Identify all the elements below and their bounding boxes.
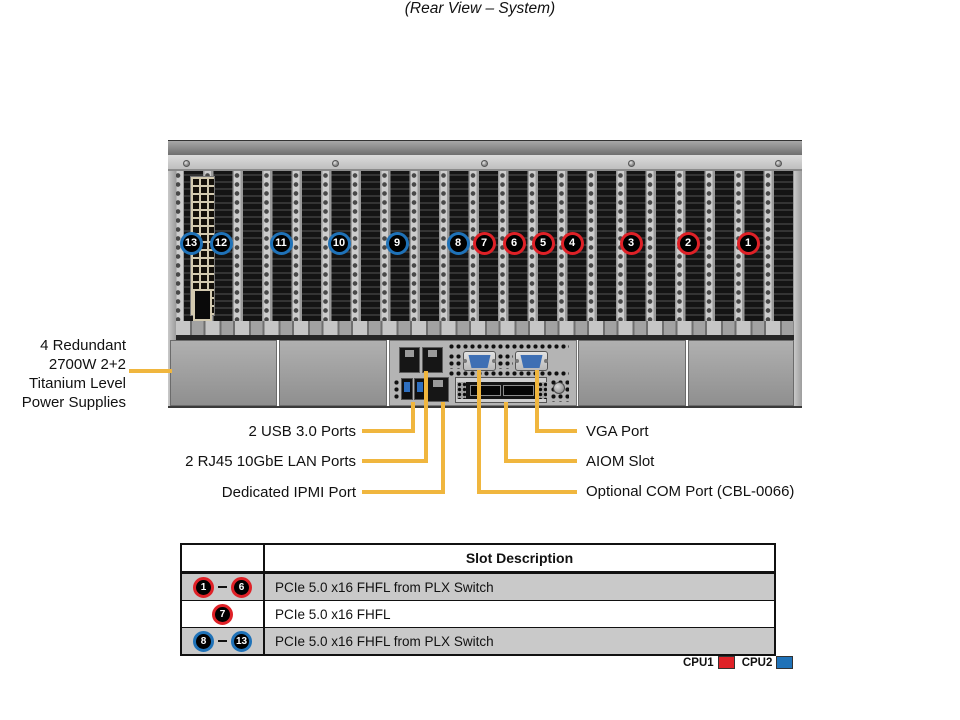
cpu-legend: CPU1 CPU2 xyxy=(683,655,800,670)
table-slot-badge-1: 1 xyxy=(193,576,214,598)
slot13-connector xyxy=(193,289,212,321)
callout-line-ipmi xyxy=(362,490,445,494)
psu-callout-line4: Power Supplies xyxy=(21,394,126,411)
screw-icon xyxy=(183,160,190,167)
table-header-slots xyxy=(182,545,265,571)
thumbscrew-icon xyxy=(553,382,565,394)
callout-line-ipmi xyxy=(441,402,445,494)
callout-line-aiom xyxy=(504,459,577,463)
slot-badge-9: 9 xyxy=(385,231,409,255)
slot-badge-7: 7 xyxy=(472,231,496,255)
slot-badge-3: 3 xyxy=(619,231,643,255)
slot-badge-11: 11 xyxy=(269,231,293,255)
callout-line-usb xyxy=(362,429,415,433)
table-header-description: Slot Description xyxy=(465,550,574,566)
psu-4 xyxy=(688,340,794,406)
table-slot-badge-13: 13 xyxy=(231,630,252,652)
rear-io-panel xyxy=(389,340,577,406)
label-aiom-slot: AIOM Slot xyxy=(586,453,655,470)
callout-line-vga xyxy=(535,429,577,433)
table-cell-description: PCIe 5.0 x16 FHFL from PLX Switch xyxy=(275,633,494,649)
table-cell-description: PCIe 5.0 x16 FHFL xyxy=(275,606,391,622)
lan-port-1 xyxy=(399,347,420,373)
vent-holes xyxy=(497,353,513,369)
chassis-left-wall xyxy=(168,171,176,408)
chassis-bottom-edge xyxy=(168,406,802,408)
chassis-right-wall xyxy=(794,171,802,408)
label-ipmi-port: Dedicated IPMI Port xyxy=(221,484,356,501)
vent-holes xyxy=(448,353,461,369)
callout-line-aiom xyxy=(504,402,508,463)
slot-badge-10: 10 xyxy=(327,231,351,255)
screw-icon xyxy=(332,160,339,167)
lan-port-2 xyxy=(422,347,443,373)
screw-icon xyxy=(481,160,488,167)
label-vga-port: VGA Port xyxy=(586,423,649,440)
table-slot-badge-6: 6 xyxy=(231,576,252,598)
legend-cpu1-swatch xyxy=(717,656,735,669)
slot-clip-row xyxy=(176,321,794,335)
com-port-connector xyxy=(463,351,496,371)
usb3-port-1 xyxy=(401,378,413,400)
slot-badge-13: 13 xyxy=(179,231,203,255)
chassis-lid xyxy=(168,140,802,155)
chassis-divider xyxy=(176,335,794,340)
callout-line-usb xyxy=(411,402,415,433)
vga-port-connector xyxy=(515,351,548,371)
table-cell-slots: 7 xyxy=(182,601,265,627)
legend-cpu1-label: CPU1 xyxy=(683,656,714,669)
table-cell-description: PCIe 5.0 x16 FHFL from PLX Switch xyxy=(275,579,494,595)
psu-2 xyxy=(279,340,387,406)
psu-3 xyxy=(578,340,686,406)
callout-line-com xyxy=(477,370,481,494)
slot-badge-6: 6 xyxy=(502,231,526,255)
table-row: 8 13 PCIe 5.0 x16 FHFL from PLX Switch xyxy=(182,627,774,654)
psu-callout-line3: Titanium Level xyxy=(29,375,126,392)
callout-line-lan xyxy=(424,371,428,463)
range-dash xyxy=(218,639,227,643)
label-com-port: Optional COM Port (CBL-0066) xyxy=(586,483,795,500)
slot-badge-8: 8 xyxy=(446,231,470,255)
psu-callout-label: 4 Redundant 2700W 2+2 Titanium Level Pow… xyxy=(6,336,126,412)
table-row: 7 PCIe 5.0 x16 FHFL xyxy=(182,600,774,627)
table-header-row: Slot Description xyxy=(182,545,774,573)
legend-cpu2-swatch xyxy=(776,656,794,669)
aiom-slot-opening xyxy=(455,377,547,403)
slot-badge-2: 2 xyxy=(676,231,700,255)
ipmi-port xyxy=(427,377,449,402)
label-lan-ports: 2 RJ45 10GbE LAN Ports xyxy=(185,453,356,470)
screw-icon xyxy=(775,160,782,167)
slot-badge-1: 1 xyxy=(736,231,760,255)
vent-holes xyxy=(448,343,569,351)
range-dash xyxy=(218,585,227,589)
callout-line-vga xyxy=(535,370,539,433)
psu-callout-line2: 2700W 2+2 xyxy=(48,356,126,373)
psu-callout-line1: 4 Redundant xyxy=(40,337,126,354)
page-title: (Rear View – System) xyxy=(404,0,556,17)
slot-badge-12: 12 xyxy=(209,231,233,255)
legend-cpu2-label: CPU2 xyxy=(741,656,773,669)
vent-holes xyxy=(448,370,569,377)
psu-1 xyxy=(170,340,277,406)
callout-line-psu xyxy=(129,369,172,373)
slot-badge-5: 5 xyxy=(531,231,555,255)
vent-holes xyxy=(393,379,399,400)
table-slot-badge-8: 8 xyxy=(193,630,214,652)
screw-icon xyxy=(628,160,635,167)
callout-line-com xyxy=(477,490,577,494)
slot-badge-4: 4 xyxy=(560,231,584,255)
table-cell-slots: 8 13 xyxy=(182,628,265,654)
table-slot-badge-7: 7 xyxy=(212,603,233,625)
callout-line-lan xyxy=(362,459,428,463)
label-usb-ports: 2 USB 3.0 Ports xyxy=(248,423,356,440)
